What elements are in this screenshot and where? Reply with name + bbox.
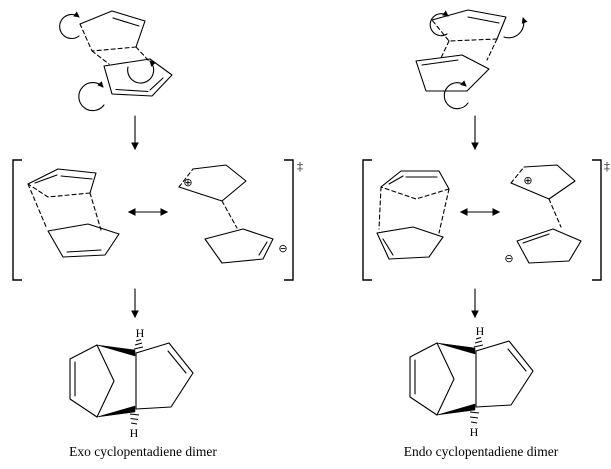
upper-diene-partial-bonds	[79, 23, 137, 52]
norbornene-frame	[409, 342, 438, 416]
forming-bond-left	[440, 40, 450, 59]
ts-upper-double-2	[60, 175, 93, 180]
ts-upper-ring-partial	[27, 183, 91, 198]
endo-ts-concerted-structure	[376, 170, 450, 260]
exo-transition-state: ‡ ⊕ ⊖	[12, 159, 303, 281]
dagger-symbol: ‡	[604, 159, 610, 173]
bold-wedge-bottom	[436, 403, 476, 416]
lower-diene-ring	[103, 58, 173, 97]
h-label-bottom: H	[470, 425, 479, 439]
cyclopentene-ring	[475, 340, 534, 408]
upper-diene-partial-bonds	[431, 19, 498, 42]
anion-double-bond	[258, 241, 268, 256]
anion-ring	[204, 228, 274, 264]
electron-arrow-middle-icon	[127, 60, 156, 84]
ts-upper-double-1	[388, 175, 404, 185]
hash-wedge-bottom-icon	[129, 413, 140, 425]
forming-bond-left	[91, 50, 110, 65]
ts-lower-double	[66, 249, 102, 253]
norbornene-bridge	[436, 342, 455, 416]
endo-reactants	[415, 9, 528, 110]
anion-double-bond	[522, 233, 550, 244]
ts-upper-ring	[27, 168, 97, 194]
lower-diene-double-bond	[421, 59, 459, 66]
zwitterion-forming-bond	[221, 200, 238, 229]
ts-forming-bond-right	[438, 188, 450, 234]
ts-lower-ring	[376, 226, 444, 260]
exo-product: H H	[69, 326, 194, 440]
endo-ts-zwitterion-structure: ⊕ ⊖	[504, 164, 582, 265]
h-label-top: H	[136, 326, 145, 340]
exo-reactants	[59, 10, 173, 112]
cation-ring-partial	[510, 166, 525, 184]
bold-wedge-top	[96, 344, 136, 357]
cation-ring	[178, 164, 247, 202]
exo-ts-concerted-structure	[27, 168, 120, 258]
ts-upper-double-1	[34, 174, 58, 184]
lower-diene-double-bond-1	[115, 88, 149, 93]
hash-wedge-top-icon	[473, 336, 484, 348]
minus-charge-icon: ⊖	[278, 242, 287, 255]
ts-upper-ring-partial	[380, 186, 450, 200]
upper-diene-ring	[431, 9, 507, 40]
exo-ts-zwitterion-structure: ⊕ ⊖	[178, 164, 288, 264]
hash-wedge-top-icon	[133, 338, 144, 350]
plus-charge-icon: ⊕	[183, 176, 192, 189]
dagger-symbol: ‡	[297, 159, 303, 173]
electron-arrow-bottom-icon	[78, 81, 105, 112]
norbornene-bridge	[96, 344, 115, 418]
electron-arrow-top-right-icon	[503, 17, 528, 39]
upper-diene-double-bond	[467, 16, 500, 24]
forming-bond-right	[135, 46, 150, 62]
upper-diene-double-bond	[112, 17, 140, 27]
electron-arrow-top-icon	[59, 11, 80, 40]
h-label-top: H	[476, 324, 485, 338]
lower-diene-double-bond-2	[149, 77, 164, 91]
bracket-right	[592, 159, 602, 281]
bracket-right	[284, 159, 294, 281]
exo-pathway: ‡ ⊕ ⊖	[12, 10, 303, 459]
anion-ring	[516, 228, 582, 264]
ts-forming-bond-left	[378, 186, 382, 230]
cyclopentene-ring	[135, 342, 194, 410]
upper-diene-ring	[79, 10, 146, 48]
cyclopentene-double-bond	[507, 348, 527, 372]
bracket-left	[362, 159, 372, 281]
ts-forming-bond-right	[89, 192, 102, 231]
bold-wedge-top	[436, 342, 476, 355]
cation-ring	[510, 164, 576, 200]
endo-caption: Endo cyclopentadiene dimer	[404, 444, 559, 459]
endo-transition-state: ‡ ⊕ ⊖	[362, 159, 610, 281]
cyclopentene-double-bond	[167, 350, 187, 374]
ts-forming-bond-left	[27, 183, 48, 230]
cation-ring-partial	[178, 168, 194, 188]
endo-product: H H	[409, 324, 534, 439]
electron-arrow-top-left-icon	[429, 10, 449, 37]
plus-charge-icon: ⊕	[523, 174, 532, 187]
electron-arrow-bottom-icon	[443, 80, 469, 110]
endo-pathway: ‡ ⊕ ⊖	[362, 9, 610, 459]
exo-caption: Exo cyclopentadiene dimer	[69, 444, 217, 459]
bracket-left	[12, 159, 22, 281]
minus-charge-icon: ⊖	[504, 252, 513, 265]
ts-lower-double	[382, 238, 394, 256]
norbornene-frame	[69, 344, 98, 418]
forming-bond-right	[486, 38, 498, 61]
hash-wedge-bottom-icon	[469, 411, 480, 424]
h-label-bottom: H	[130, 426, 139, 440]
zwitterion-forming-bond	[548, 198, 562, 228]
ts-upper-ring	[380, 170, 450, 190]
bold-wedge-bottom	[96, 405, 136, 418]
lower-diene-ring	[415, 54, 490, 92]
ts-lower-ring	[47, 223, 120, 258]
